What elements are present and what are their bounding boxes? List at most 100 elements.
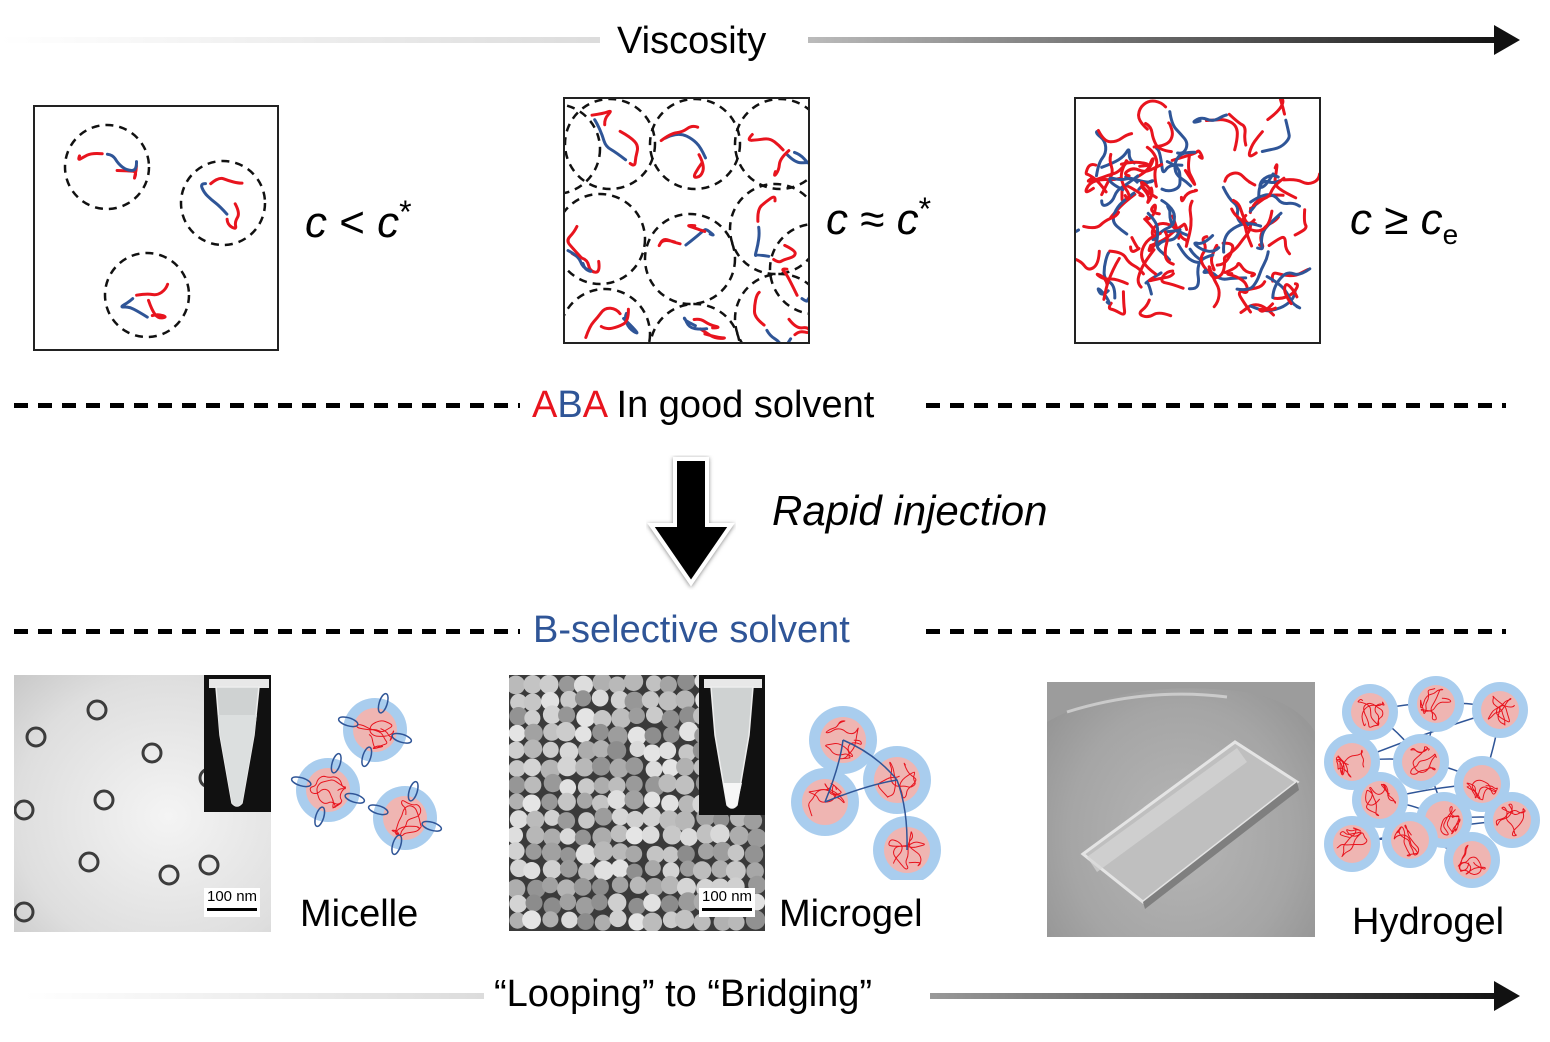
looping-bridging-label: “Looping” to “Bridging” (494, 973, 873, 1015)
microgel-particle (677, 675, 696, 691)
polymer-coil (590, 109, 640, 167)
polymer-chain (1136, 228, 1182, 289)
microgel-particle (680, 828, 698, 846)
microgel-particle (607, 790, 627, 810)
microgel-particle (610, 824, 629, 843)
microgel-particle (642, 912, 663, 931)
microgel-particle (543, 773, 563, 793)
microgel-particle (577, 913, 594, 930)
microgel-label: Microgel (779, 893, 923, 935)
polymer-chain (1137, 99, 1189, 155)
micelle-particle (158, 864, 180, 886)
hydrogel-unit (1444, 832, 1500, 888)
microgel-particle (747, 828, 765, 848)
polymer-chain (1192, 112, 1248, 152)
microgel-particle (743, 811, 763, 830)
microgel-particle (525, 843, 542, 860)
microgel-particle (523, 758, 542, 777)
corona-loop (407, 780, 419, 802)
microgel-particle (524, 723, 543, 743)
microgel-particle (628, 897, 646, 916)
coil-boundary (565, 99, 657, 191)
microgel-particle (611, 876, 629, 894)
microgel-particle (557, 812, 576, 830)
microgel-particle (558, 675, 576, 694)
polymer-coil (752, 290, 808, 342)
coil-boundary (63, 123, 151, 211)
polymer-chain (1247, 99, 1291, 158)
hydrogel-label: Hydrogel (1352, 901, 1505, 943)
microgel-particle (676, 757, 695, 776)
microgel-particle (593, 777, 611, 794)
micelle-particle (198, 854, 220, 876)
microgel-particle (577, 778, 595, 796)
polymer-chain (1084, 148, 1150, 194)
corona-loop (367, 804, 389, 816)
microgel-particle (560, 690, 579, 709)
microgel-particle (591, 756, 611, 776)
microgel-particle (675, 690, 695, 710)
microgel-particle (661, 794, 679, 813)
microgel-particle (729, 826, 749, 846)
microgel-particle (646, 845, 665, 864)
microgel-particle (592, 675, 612, 692)
microgel-particle (539, 675, 559, 694)
hydrogel-unit (1472, 682, 1528, 738)
selective-solvent-label: B-selective solvent (533, 609, 850, 651)
microgel-particle (644, 791, 661, 808)
microgel-particle (526, 826, 545, 845)
microgel-particle (592, 827, 612, 847)
microgel-particle (624, 790, 644, 810)
microgel-particle (659, 676, 677, 694)
microgel-particle (641, 825, 660, 844)
microgel-particle (608, 777, 626, 795)
microgel-particle (607, 726, 628, 747)
microgel-particle (509, 912, 526, 929)
micelle-particle (93, 789, 115, 811)
hydrogel-unit (1342, 684, 1398, 740)
microgel-particle (696, 824, 716, 844)
microgel-particle (543, 723, 561, 741)
viscosity-axis-left (0, 37, 600, 43)
viscosity-axis-right (808, 37, 1508, 43)
microgel-particle (679, 706, 699, 726)
microgel-particle (509, 706, 528, 726)
microgel-particle (542, 705, 562, 724)
microgel-particle (642, 807, 662, 827)
microgel-particle (592, 740, 611, 758)
micelle-particle (14, 799, 35, 821)
corona-loop (391, 834, 403, 856)
polymer-coil (200, 176, 244, 230)
corona-loop (330, 752, 342, 774)
coil-boundary (103, 251, 191, 339)
microgel-particle (591, 893, 608, 911)
microgel-particle (509, 675, 526, 695)
corona-loop (314, 806, 326, 828)
microgel-particle (623, 675, 644, 691)
microgel-particle (509, 776, 526, 794)
microgel-particle (746, 862, 764, 880)
coil-boundary (728, 182, 808, 276)
microgel-particle (643, 894, 661, 912)
corona-loop (290, 776, 312, 788)
microgel-particle (678, 795, 697, 814)
corona-loop (421, 820, 443, 832)
polymer-coil (77, 151, 139, 180)
microgel-particle (593, 841, 614, 861)
microgel-particle (609, 909, 627, 928)
micelle-particle (25, 726, 47, 748)
microgel-particle (624, 691, 645, 712)
polymer-chain (1139, 180, 1176, 253)
microgel-particle (641, 691, 660, 709)
microgel-particle (509, 879, 526, 899)
down-arrow-icon (647, 457, 735, 587)
hydrogel-unit (1382, 812, 1438, 868)
microgel-particle (592, 878, 609, 896)
hydrogel-unit (1324, 816, 1380, 872)
microgel-particle (725, 860, 746, 881)
rapid-injection-label: Rapid injection (772, 487, 1048, 534)
microgel-particle (523, 675, 543, 694)
arrow-right-icon-2 (1494, 981, 1520, 1011)
coil-boundary (649, 302, 741, 342)
entangled-regime-box (1074, 97, 1321, 344)
